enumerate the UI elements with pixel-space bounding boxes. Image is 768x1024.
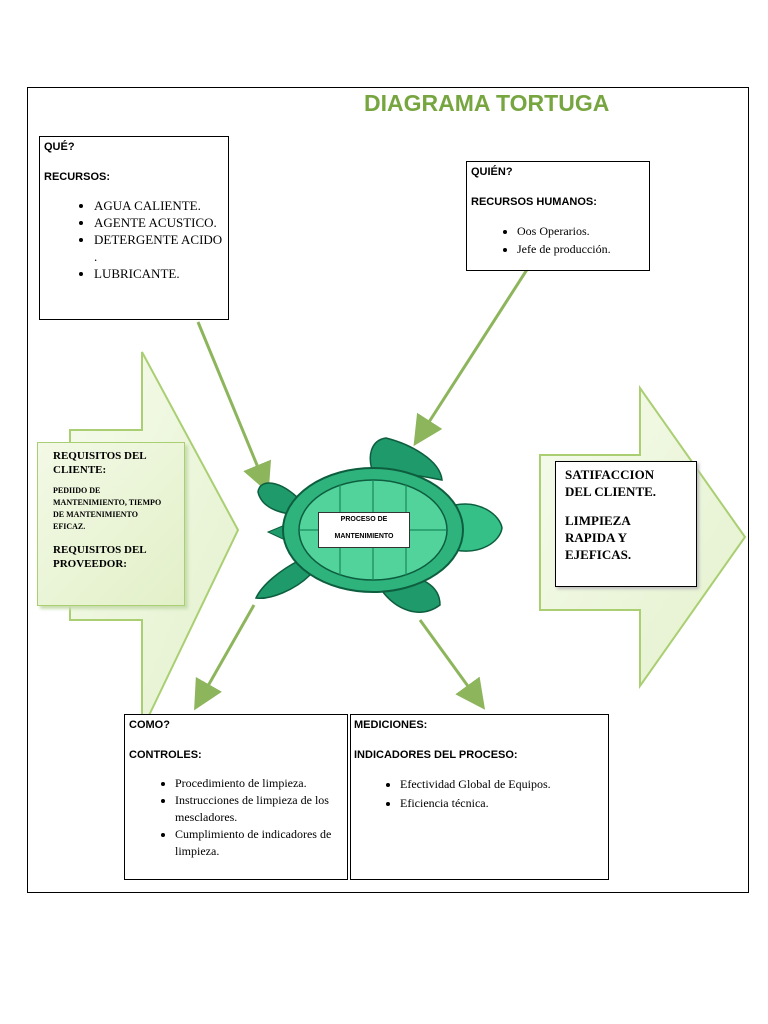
turtle-label: PROCESO DE MANTENIMIENTO: [318, 512, 410, 548]
salida-line1: SATIFACCION DEL CLIENTE.: [565, 467, 657, 499]
salida-box: SATIFACCION DEL CLIENTE. LIMPIEZA RAPIDA…: [555, 461, 697, 587]
requisitos-cliente-text: PEDIIDO DE MANTENIMIENTO, TIEMPO DE MANT…: [53, 486, 162, 531]
mediciones-box: MEDICIONES: INDICADORES DEL PROCESO: Efe…: [350, 714, 609, 880]
list-item: AGUA CALIENTE.: [94, 197, 228, 214]
salida-line2: LIMPIEZA RAPIDA Y EJEFICAS.: [565, 513, 632, 562]
list-item: DETERGENTE ACIDO .: [94, 231, 228, 265]
como-subheading: CONTROLES:: [129, 749, 202, 761]
que-list: AGUA CALIENTE. AGENTE ACUSTICO. DETERGEN…: [44, 197, 228, 282]
list-item: LUBRICANTE.: [94, 265, 228, 282]
como-box: COMO? CONTROLES: Procedimiento de limpie…: [124, 714, 348, 880]
quien-subheading: RECURSOS HUMANOS:: [471, 196, 597, 208]
list-item: Procedimiento de limpieza.: [175, 775, 347, 792]
que-subheading: RECURSOS:: [44, 171, 111, 183]
diagram-frame: [27, 87, 749, 893]
como-heading: COMO?: [129, 719, 170, 731]
list-item: Oos Operarios.: [517, 222, 649, 240]
list-item: AGENTE ACUSTICO.: [94, 214, 228, 231]
turtle-label-line1: PROCESO DE: [340, 516, 388, 523]
turtle-label-line2: MANTENIMIENTO: [334, 533, 394, 540]
que-heading: QUÉ?: [44, 141, 75, 153]
mediciones-list: Efectividad Global de Equipos. Eficienci…: [354, 775, 608, 813]
que-box: QUÉ? RECURSOS: AGUA CALIENTE. AGENTE ACU…: [39, 136, 229, 320]
arrow-turtle-to-mediciones: [418, 619, 486, 710]
quien-box: QUIÉN? RECURSOS HUMANOS: Oos Operarios. …: [466, 161, 650, 271]
list-item: Instrucciones de limpieza de los mesclad…: [175, 792, 347, 826]
arrow-turtle-to-como: [194, 604, 256, 711]
requisitos-proveedor-heading: REQUISITOS DEL PROVEEDOR:: [53, 544, 147, 570]
como-list: Procedimiento de limpieza. Instrucciones…: [129, 775, 347, 860]
mediciones-subheading: INDICADORES DEL PROCESO:: [354, 749, 518, 761]
requisitos-box: REQUISITOS DEL CLIENTE: PEDIIDO DE MANTE…: [37, 442, 185, 606]
arrow-quien-to-turtle: [413, 239, 548, 447]
list-item: Jefe de producción.: [517, 240, 649, 258]
page-title: DIAGRAMA TORTUGA: [364, 90, 610, 116]
list-item: Cumplimiento de indicadores de limpieza.: [175, 826, 347, 860]
arrow-que-to-turtle: [196, 321, 272, 494]
quien-heading: QUIÉN?: [471, 166, 513, 178]
list-item: Efectividad Global de Equipos.: [400, 775, 608, 794]
requisitos-cliente-heading: REQUISITOS DEL CLIENTE:: [53, 450, 147, 476]
list-item: Eficiencia técnica.: [400, 794, 608, 813]
quien-list: Oos Operarios. Jefe de producción.: [471, 222, 649, 258]
mediciones-heading: MEDICIONES:: [354, 719, 428, 731]
